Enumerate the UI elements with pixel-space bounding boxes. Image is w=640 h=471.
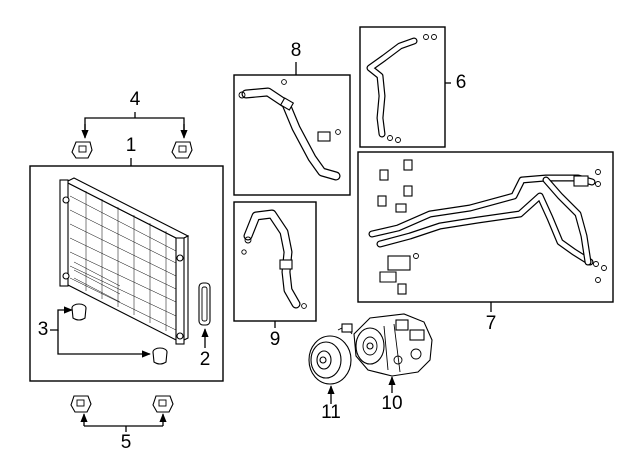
line-6-panel xyxy=(359,26,446,148)
upper-bracket-right xyxy=(171,141,193,159)
condenser-bushing-upper xyxy=(71,303,87,321)
compressor-clutch xyxy=(308,323,353,385)
callout-10: 10 xyxy=(381,393,402,414)
lower-bracket-left xyxy=(70,395,92,413)
callout-6: 6 xyxy=(456,72,467,93)
receiver-dryer xyxy=(198,282,211,326)
callout-7: 7 xyxy=(486,313,497,334)
callout-9: 9 xyxy=(270,329,281,350)
ac-compressor xyxy=(353,313,433,377)
hose-8-panel xyxy=(233,74,351,196)
callout-4: 4 xyxy=(130,89,141,110)
callout-2: 2 xyxy=(200,349,211,370)
callout-3: 3 xyxy=(38,319,49,340)
callout-1: 1 xyxy=(126,135,137,156)
upper-bracket-left xyxy=(71,141,93,159)
tube-assembly-7-panel xyxy=(357,151,614,303)
condenser-panel xyxy=(29,165,224,382)
callout-8: 8 xyxy=(291,40,302,61)
hose-9-panel xyxy=(233,201,317,322)
lower-bracket-right xyxy=(152,395,174,413)
condenser-bushing-lower xyxy=(152,347,168,365)
condenser-core xyxy=(59,177,190,345)
callout-5: 5 xyxy=(121,432,132,453)
callout-11: 11 xyxy=(321,402,341,423)
